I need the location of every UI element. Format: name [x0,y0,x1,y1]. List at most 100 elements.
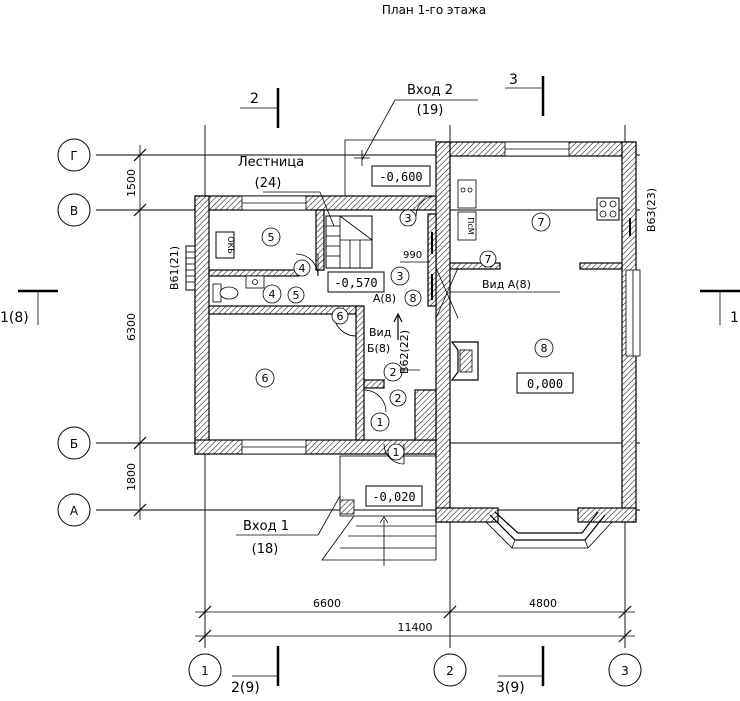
label-stair-ref: (24) [255,176,282,191]
room-marker-5: 5 [261,227,281,247]
door-marker-7: 7 [479,250,497,268]
boiler-okb: ОКБ [215,231,235,259]
door-marker-4a: 4 [293,259,311,277]
radiator-b61: В61(21) [168,245,196,291]
svg-text:6: 6 [337,310,344,323]
axis-label-g: Г [70,149,77,163]
door-marker-5: 5 [287,286,305,304]
label-view-b-2: Б(8) [367,342,390,355]
door-marker-2: 2 [389,389,407,407]
room-marker-6: 6 [255,368,275,388]
svg-text:6: 6 [262,372,269,385]
svg-text:0,000: 0,000 [527,377,563,391]
svg-text:8: 8 [541,342,548,355]
svg-text:-0,570: -0,570 [334,276,377,290]
svg-text:1: 1 [377,416,384,429]
label-okb: ОКБ [226,236,235,253]
label-stair: Лестница [238,155,304,170]
dim-v-6300: 6300 [125,313,138,341]
label-view-a: Вид А(8) [482,278,531,291]
windows [241,141,641,455]
section-mark-1-left: 1(8) [0,289,58,326]
entrance2-outline [344,139,436,196]
svg-text:7: 7 [538,216,545,229]
axis-bubble-b: Б [57,426,91,460]
door-marker-1: 1 [387,443,405,461]
dim-v-1800: 1800 [125,463,138,491]
axis-label-2: 2 [446,664,454,678]
fireplace [450,341,479,381]
horizontal-dimension-chain: 6600 4800 11400 [195,597,635,643]
axis-bubble-2: 2 [433,653,467,687]
svg-text:1: 1 [393,446,400,459]
svg-text:7: 7 [485,253,492,266]
svg-text:2: 2 [390,366,397,379]
svg-text:3: 3 [509,72,518,88]
dim-h-6600: 6600 [313,597,341,610]
section-mark-1-right: 1 [700,289,740,326]
kitchen-appliances: ПсМ [457,179,620,241]
svg-text:5: 5 [268,231,275,244]
plan-title: План 1-го этажа [382,3,486,17]
svg-text:3(9): 3(9) [496,680,525,696]
interior-walls [208,209,623,441]
room-marker-1: 1 [370,412,390,432]
label-psm: ПсМ [466,217,475,234]
axis-label-3: 3 [621,664,629,678]
dim-opening-990: 990 [403,250,422,261]
door-marker-8: 8 [404,289,422,307]
label-entrance-2-ref: (19) [417,103,444,118]
dim-v-1500: 1500 [125,169,138,197]
axis-label-a: А [70,504,79,518]
svg-text:3: 3 [397,270,404,283]
svg-text:3: 3 [405,212,412,225]
label-b61: В61(21) [168,246,181,290]
svg-text:-0,600: -0,600 [379,170,422,184]
entrance1-leader [317,495,341,536]
label-entrance-1-ref: (18) [252,542,279,557]
dim-h-4800: 4800 [529,597,557,610]
vertical-dimension-chain: 1500 6300 1800 [125,145,147,520]
door-marker-3a: 3 [399,209,417,227]
dim-h-11400: 11400 [398,621,433,634]
svg-text:2(9): 2(9) [231,680,260,696]
room-marker-3: 3 [390,266,410,286]
label-b62: В62(22) [398,330,411,374]
view-a-diag-2 [435,267,459,319]
axis-bubble-1: 1 [188,653,222,687]
porch-steps [321,455,437,566]
label-entrance-1: Вход 1 [243,519,289,534]
svg-text:-0,020: -0,020 [372,490,415,504]
axis-label-v: В [70,204,78,218]
axis-label-1: 1 [201,664,209,678]
svg-text:2: 2 [395,392,402,405]
section-mark-3-bottom: 3(9) [496,646,545,696]
svg-text:5: 5 [293,289,300,302]
bay-window [485,511,613,549]
entrance2-leader [361,99,396,161]
level-box-main: 0,000 [516,372,574,394]
label-b63: В63(23) [645,188,658,232]
axis-label-b: Б [70,437,78,451]
svg-text:1(8): 1(8) [0,310,29,326]
svg-text:8: 8 [410,292,417,305]
room-marker-7: 7 [531,212,551,232]
svg-text:2: 2 [250,91,259,107]
axis-bubble-3: 3 [608,653,642,687]
axis-bubble-g: Г [57,138,91,172]
axis-bubble-v: В [57,193,91,227]
room-marker-8: 8 [534,338,554,358]
room-marker-4: 4 [262,284,282,304]
staircase [325,215,373,269]
axis-bubble-a: А [57,493,91,527]
label-entrance-2: Вход 2 [407,83,453,98]
door-marker-6: 6 [331,307,349,325]
stair-leader-d [319,191,335,227]
svg-text:4: 4 [299,262,306,275]
svg-text:1: 1 [730,310,739,326]
section-mark-3-top: 3 [505,72,545,116]
label-view-b-1: Вид [369,326,392,339]
level-box-top: -0,600 [371,165,431,187]
room-marker-2: 2 [383,362,403,382]
